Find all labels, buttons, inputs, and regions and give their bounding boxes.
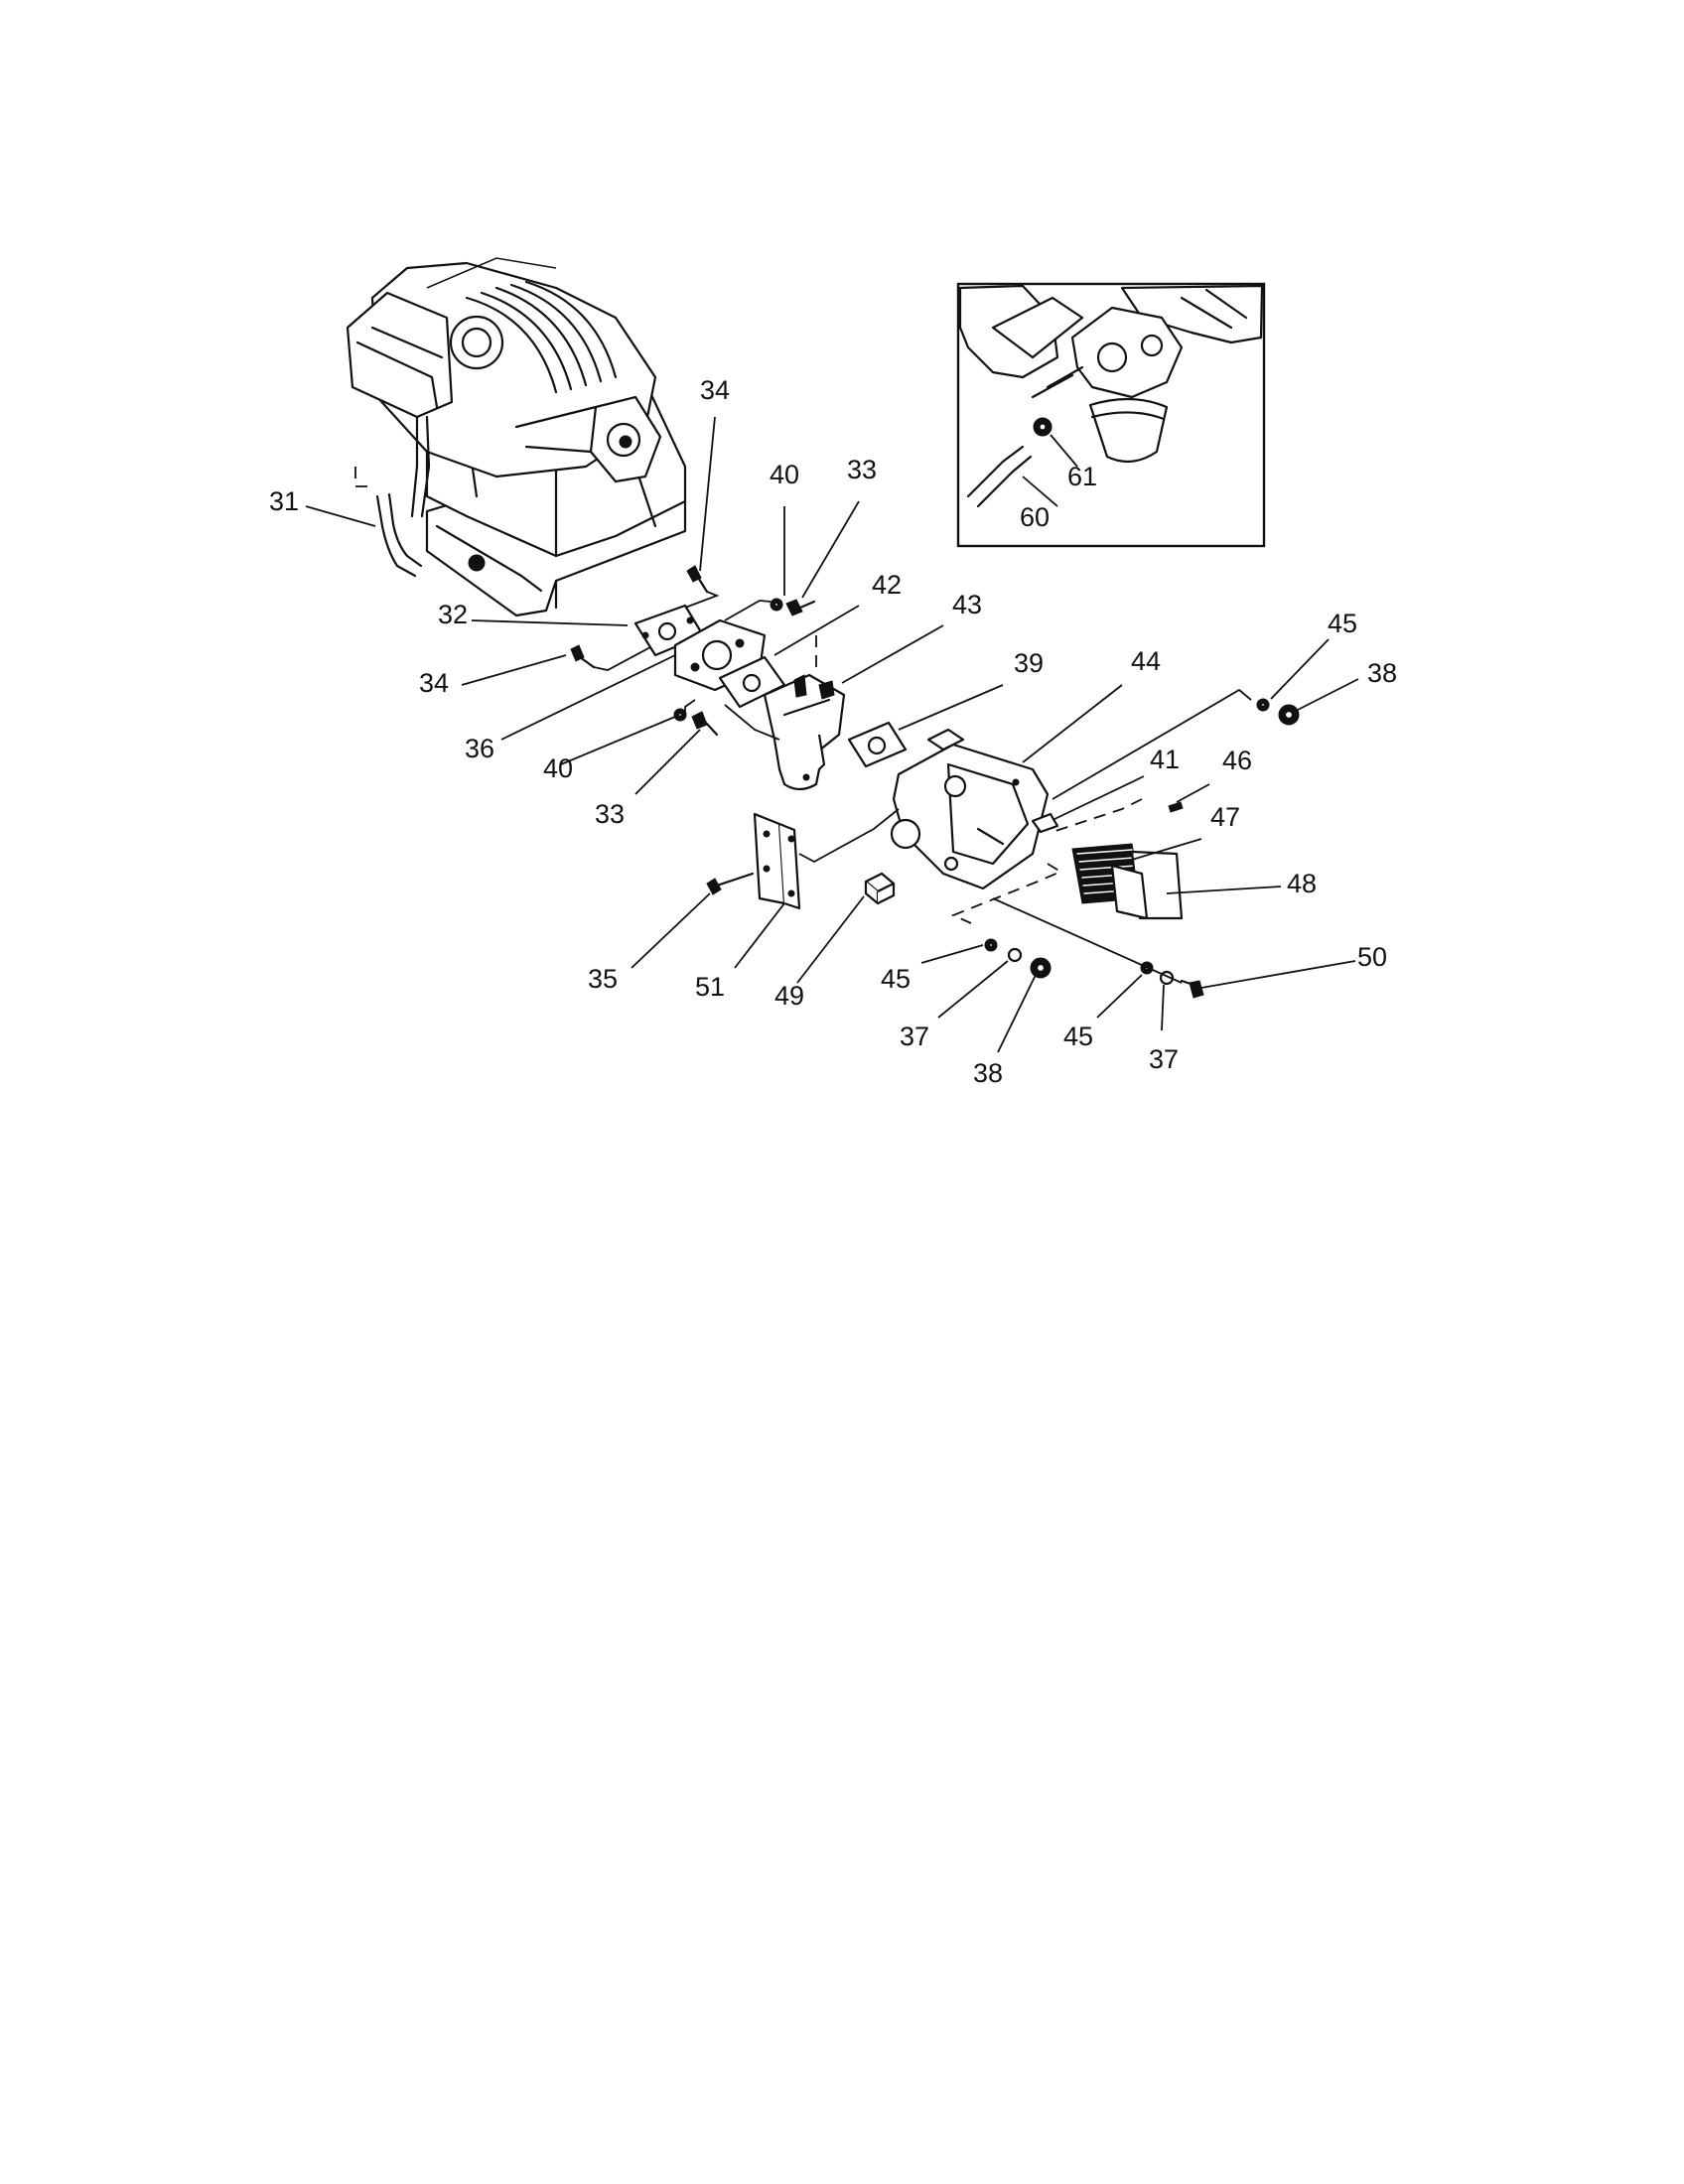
callout-60: 60 xyxy=(1020,502,1050,532)
callout-45: 45 xyxy=(1063,1022,1093,1051)
assembly-lines xyxy=(593,591,1252,984)
air-cleaner-cover-48 xyxy=(1110,850,1184,920)
callout-40: 40 xyxy=(543,753,573,783)
callout-37: 37 xyxy=(1149,1044,1179,1074)
callout-33: 33 xyxy=(595,799,625,829)
callout-38: 38 xyxy=(1367,658,1397,688)
carburetor-43 xyxy=(763,635,846,791)
callout-51: 51 xyxy=(695,972,725,1002)
callout-42: 42 xyxy=(872,570,902,600)
callout-36: 36 xyxy=(465,734,494,763)
screw-46 xyxy=(1168,801,1184,813)
gasket-39 xyxy=(847,721,908,768)
breather-tube xyxy=(354,467,423,578)
inset-detail xyxy=(956,282,1266,548)
callout-40: 40 xyxy=(770,460,799,489)
callout-44: 44 xyxy=(1131,646,1161,676)
callout-32: 32 xyxy=(438,600,468,629)
callout-38: 38 xyxy=(973,1058,1003,1088)
callout-50: 50 xyxy=(1357,942,1387,972)
callout-45: 45 xyxy=(881,964,911,994)
callout-48: 48 xyxy=(1287,869,1317,898)
callout-43: 43 xyxy=(952,590,982,619)
callout-31: 31 xyxy=(269,486,299,516)
callout-34: 34 xyxy=(700,375,730,405)
callout-61: 61 xyxy=(1067,462,1097,491)
callout-45: 45 xyxy=(1328,609,1357,638)
callout-39: 39 xyxy=(1014,648,1044,678)
callout-49: 49 xyxy=(774,981,804,1011)
callout-34: 34 xyxy=(419,668,449,698)
callout-47: 47 xyxy=(1210,802,1240,832)
bracket-51 xyxy=(753,812,801,910)
callout-37: 37 xyxy=(900,1022,929,1051)
air-cleaner-base-44 xyxy=(890,728,1050,890)
callout-46: 46 xyxy=(1222,746,1252,775)
clip-41 xyxy=(1031,812,1059,834)
callout-35: 35 xyxy=(588,964,618,994)
engine-block xyxy=(346,257,687,617)
block-49 xyxy=(864,872,896,905)
callout-leaders xyxy=(305,416,1359,1053)
callout-labels: 31 32 33 33 34 34 35 36 37 37 38 38 39 4… xyxy=(269,375,1397,1088)
callout-41: 41 xyxy=(1150,745,1180,774)
callout-33: 33 xyxy=(847,455,877,484)
